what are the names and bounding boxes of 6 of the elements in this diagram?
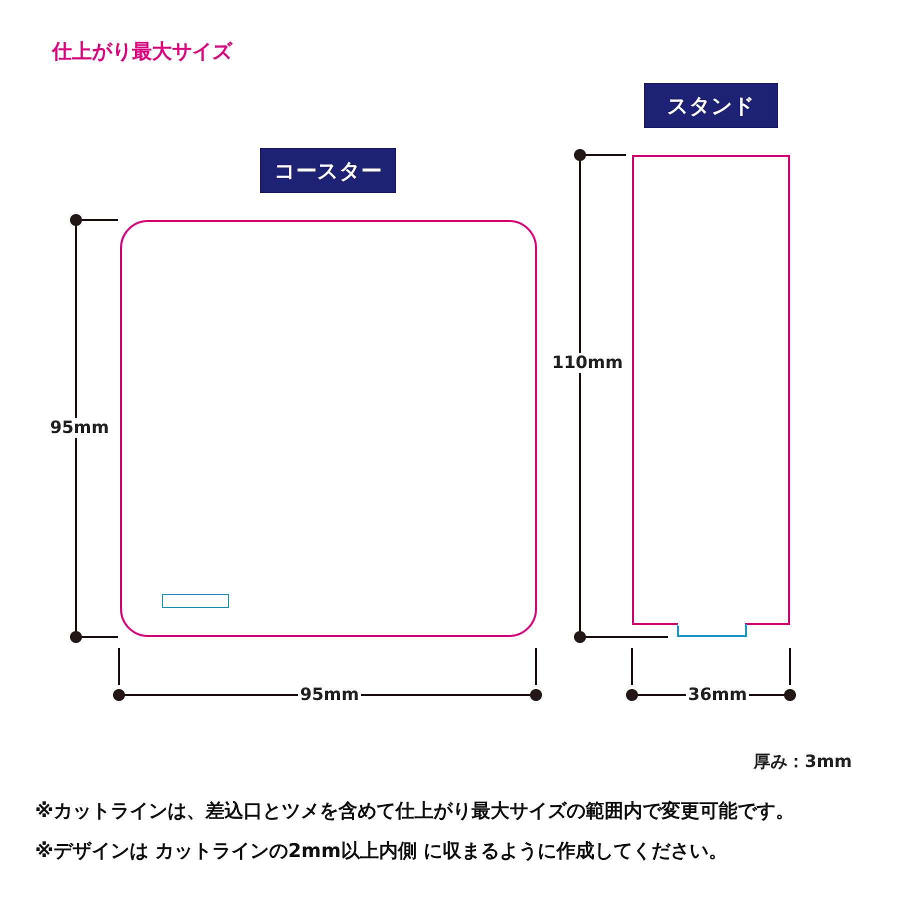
title: 仕上がり最大サイズ [52,38,232,65]
slot-outline [162,594,229,608]
heading-label: スタンド [644,83,778,128]
cut-line-outline [632,155,790,625]
cut-line-outline [120,220,537,637]
heading-label: コースター [260,148,396,193]
